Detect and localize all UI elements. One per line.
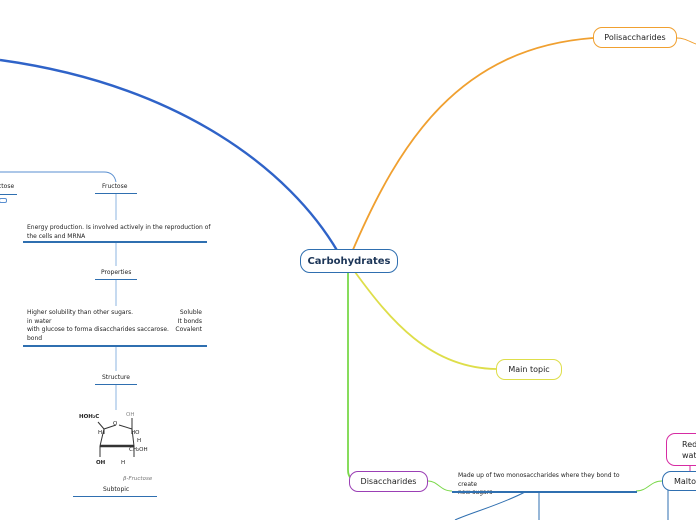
connector-note-down-1: [454, 491, 526, 520]
central-topic-label: Carbohydrates: [307, 255, 391, 267]
connector-main-topic: [354, 271, 497, 370]
connector-polisaccharides: [351, 37, 594, 253]
topic-main-topic-label: Main topic: [508, 365, 550, 374]
subtopic-properties-underline: [95, 279, 137, 281]
topic-maltose[interactable]: Malto: [662, 471, 696, 491]
connector-carbohydrates-left: [0, 58, 340, 253]
subtopic-placeholder[interactable]: Subtopic: [103, 486, 130, 493]
topic-polisaccharides[interactable]: Polisaccharides: [593, 27, 677, 48]
disaccharides-description: Made up of two monosaccharides where the…: [458, 472, 638, 498]
molecule-h-mid: H: [137, 438, 142, 444]
topic-disaccharides-label: Disaccharides: [360, 477, 417, 486]
prop-left-line-1: Higher solubility than other sugars.: [27, 309, 134, 316]
prop-left-line-3: with glucose to forma disaccharides sacc…: [27, 326, 169, 333]
topic-main-topic[interactable]: Main topic: [496, 359, 562, 380]
topic-reducing-line-2: wat: [682, 450, 696, 460]
prop-right-line-1: Soluble: [179, 309, 202, 316]
prop-right-line-3: Covalent: [175, 326, 202, 333]
topic-reducing-line-1: Red: [682, 439, 696, 449]
fructose-energy-line-1: Energy production. Is involved actively …: [27, 224, 211, 231]
connector-disaccharides: [347, 272, 361, 482]
fructose-energy-line-2: the cells and MRNA: [27, 232, 86, 240]
topic-reducing-water[interactable]: Red wat: [666, 433, 696, 466]
fructose-properties-left: Higher solubility than other sugars. in …: [27, 309, 177, 343]
connector-maltose: [635, 480, 663, 492]
fructose-energy-text: Energy production. Is involved actively …: [27, 224, 212, 241]
connector-fructose-top: [0, 171, 117, 183]
topic-maltose-label: Malto: [674, 476, 696, 486]
topic-polisaccharides-label: Polisaccharides: [604, 33, 666, 42]
molecule-oh-top: OH: [126, 412, 135, 418]
disaccharides-description-underline: [452, 491, 637, 493]
topic-disaccharides[interactable]: Disaccharides: [349, 471, 428, 492]
subtopic-fructose[interactable]: Fructose: [102, 183, 128, 190]
molecule-h-left: H: [98, 430, 103, 436]
molecule-ch2oh: CH₂OH: [129, 447, 148, 453]
molecule-ho-right: HO: [131, 430, 140, 436]
molecule-o-ring: O: [113, 421, 118, 427]
subtopic-structure-underline: [95, 384, 137, 386]
beta-fructose-structure-image: [97, 418, 135, 457]
prop-left-line-2: in water: [27, 317, 52, 325]
molecule-oh-bottom: OH: [96, 460, 106, 466]
subtopic-properties[interactable]: Properties: [101, 269, 132, 276]
prop-left-line-4: bond: [27, 334, 43, 342]
sibling-topic-underline: [0, 194, 17, 196]
connector-polisaccharides-out: [676, 37, 696, 45]
molecule-caption: β-Fructose: [123, 476, 153, 482]
fructose-properties-underline: [23, 345, 207, 347]
sibling-topic-clipped-label: ctose: [0, 183, 15, 190]
disaccharides-description-line-1: Made up of two monosaccharides where the…: [458, 472, 620, 488]
connector-disaccharides-note: [427, 480, 453, 492]
fructose-properties-right: Soluble It bonds Covalent: [166, 309, 202, 335]
molecule-hoh2c: HOH₂C: [79, 414, 100, 420]
subtopic-placeholder-underline: [73, 496, 157, 498]
central-topic-carbohydrates[interactable]: Carbohydrates: [300, 249, 398, 273]
molecule-h-bottom: H: [121, 460, 126, 466]
fructose-energy-underline: [23, 241, 207, 243]
subtopic-structure[interactable]: Structure: [102, 374, 130, 381]
sibling-topic-marker: [0, 198, 7, 203]
prop-right-line-2: It bonds: [177, 317, 202, 325]
subtopic-fructose-underline: [95, 193, 137, 195]
